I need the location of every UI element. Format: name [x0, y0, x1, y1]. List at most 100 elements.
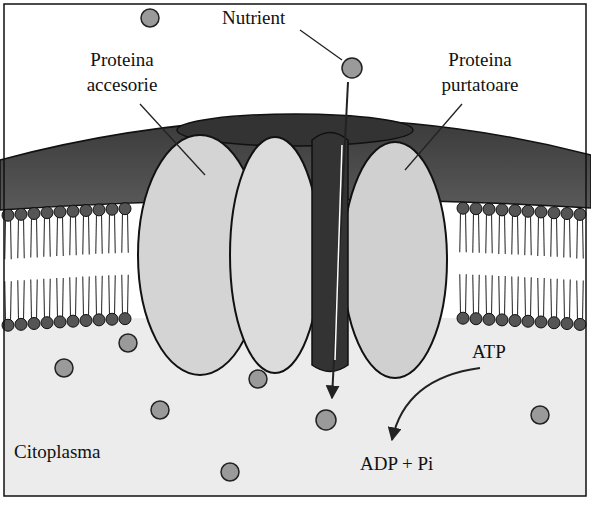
lipid-tail — [56, 278, 58, 317]
lipid-tail — [10, 220, 12, 259]
nutrient-molecule — [55, 359, 73, 377]
lipid-head — [106, 313, 118, 325]
leader-line — [140, 104, 205, 175]
lipid-head — [93, 204, 105, 216]
lipid-head — [119, 203, 131, 215]
lipid-tail — [576, 280, 578, 319]
lipid-tail — [36, 218, 38, 257]
lipid-tail — [465, 213, 467, 252]
lipid-tail — [127, 275, 129, 314]
lipid-head — [509, 205, 521, 217]
part-label: Citoplasma — [14, 440, 101, 465]
lipid-tail — [524, 277, 526, 316]
channel — [312, 133, 348, 372]
leader-line — [300, 30, 342, 60]
nutrient-molecule — [141, 9, 159, 27]
lipid-tail — [498, 215, 500, 254]
lipid-head — [522, 315, 534, 327]
lipid-head — [574, 318, 586, 330]
lipid-tail — [563, 280, 565, 319]
lipid-tail — [582, 280, 584, 319]
lipid-tail — [517, 216, 519, 255]
lipid-tail — [504, 215, 506, 254]
nutrient-molecule — [151, 401, 169, 419]
lipid-head — [509, 315, 521, 327]
lipid-head — [15, 318, 27, 330]
lipid-tail — [537, 278, 539, 317]
lipid-tail — [472, 214, 474, 253]
lipid-tail — [114, 214, 116, 253]
lipid-tail — [95, 215, 97, 254]
nutrient-molecule — [249, 370, 267, 388]
lipid-tail — [88, 276, 90, 315]
lipid-tail — [569, 219, 571, 258]
nutrient-molecule — [221, 463, 239, 481]
lipid-tail — [459, 213, 461, 252]
lipid-tail — [556, 279, 558, 318]
lipid-head — [119, 313, 131, 325]
lipid-tail — [108, 275, 110, 314]
lipid-tail — [511, 216, 513, 255]
lipid-tail — [10, 281, 12, 320]
lipid-tail — [491, 275, 493, 314]
lipid-tail — [504, 276, 506, 315]
lipid-head — [561, 318, 573, 330]
lipid-head — [457, 202, 469, 214]
lipid-head — [28, 207, 40, 219]
lipid-tail — [30, 218, 32, 257]
nutrient-molecule — [531, 406, 549, 424]
lipid-head — [54, 316, 66, 328]
lipid-head — [67, 205, 79, 217]
lipid-tail — [478, 275, 480, 314]
lipid-head — [561, 208, 573, 220]
lipid-tail — [43, 218, 45, 257]
lipid-tail — [17, 280, 19, 319]
part-label: Nutrient — [222, 6, 285, 31]
lipid-tail — [108, 214, 110, 253]
transport-arrow — [335, 145, 342, 360]
lipid-head — [54, 206, 66, 218]
lipid-tail — [569, 280, 571, 319]
lipid-tail — [49, 279, 51, 318]
nutrient-molecules — [55, 9, 549, 481]
lipid-tail — [49, 218, 51, 257]
lipid-tail — [576, 219, 578, 258]
lipid-tail — [88, 215, 90, 254]
part-label: ATP — [472, 340, 506, 365]
lipid-tail — [530, 216, 532, 255]
lipid-tail — [530, 277, 532, 316]
lipid-tail — [101, 276, 103, 315]
lipid-tail — [69, 277, 71, 316]
lipid-tail — [550, 218, 552, 257]
lipid-tail — [101, 215, 103, 254]
lipid-tail — [127, 214, 129, 253]
lipid-tail — [62, 278, 64, 317]
lipid-head — [41, 207, 53, 219]
lipid-tail — [511, 277, 513, 316]
nutrient-molecule — [316, 410, 336, 430]
lipid-tail — [62, 217, 64, 256]
lipid-head — [15, 208, 27, 220]
lipid-head — [496, 204, 508, 216]
lipid-head — [106, 203, 118, 215]
lipid-tail — [56, 217, 58, 256]
lipid-tail — [75, 216, 77, 255]
lipid-tail — [36, 279, 38, 318]
nutrient-molecule — [119, 334, 137, 352]
lipid-tail — [121, 275, 123, 314]
lipid-tail — [491, 214, 493, 253]
lipid-head — [483, 203, 495, 215]
part-label: Proteina accesorie — [62, 48, 182, 97]
lipid-tail — [543, 278, 545, 317]
lipid-tail — [485, 275, 487, 314]
lipid-head — [522, 205, 534, 217]
lipid-head — [457, 312, 469, 324]
lipid-tail — [459, 274, 461, 313]
lipid-head — [470, 313, 482, 325]
lipid-head — [470, 203, 482, 215]
lipid-tail — [95, 276, 97, 315]
lipid-tail — [563, 219, 565, 258]
lipid-head — [535, 316, 547, 328]
